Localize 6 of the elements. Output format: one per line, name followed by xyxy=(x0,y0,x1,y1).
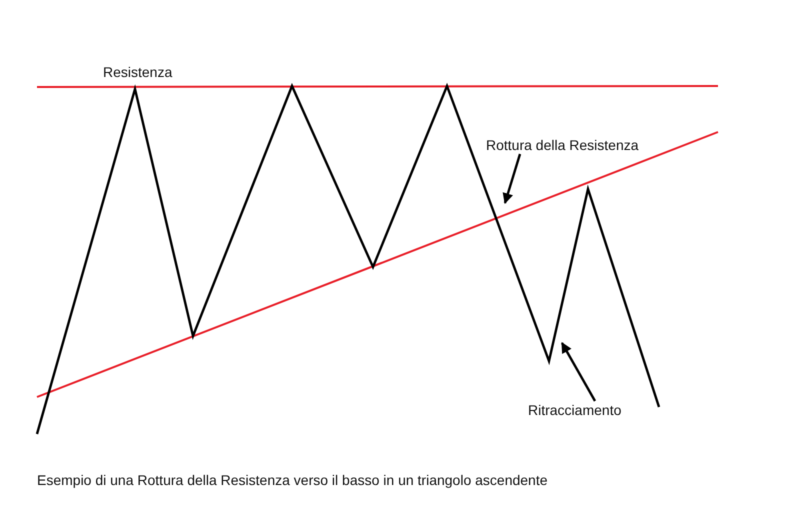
line-label: Resistenza xyxy=(103,64,172,80)
caption: Esempio di una Rottura della Resistenza verso il basso in un triangolo ascendente xyxy=(37,472,548,488)
leader-arrow xyxy=(560,342,596,402)
annotation-text: Ritracciamento xyxy=(528,402,622,418)
leader-arrow xyxy=(502,154,522,204)
annotation-text: Rottura della Resistenza xyxy=(486,137,639,153)
